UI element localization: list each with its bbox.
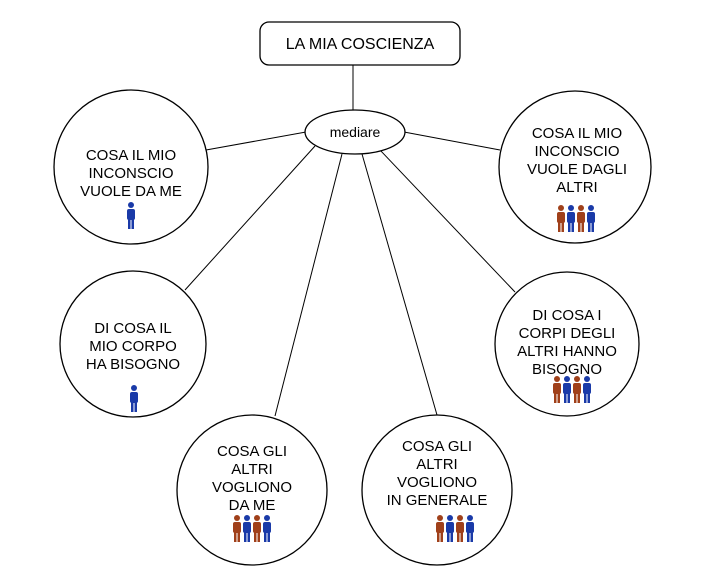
connector-lines xyxy=(184,65,516,417)
center-node[interactable]: mediare xyxy=(304,109,406,155)
title-node[interactable]: LA MIA COSCIENZA xyxy=(259,21,461,66)
title-text: LA MIA COSCIENZA xyxy=(286,36,435,53)
center-text: mediare xyxy=(330,124,381,140)
